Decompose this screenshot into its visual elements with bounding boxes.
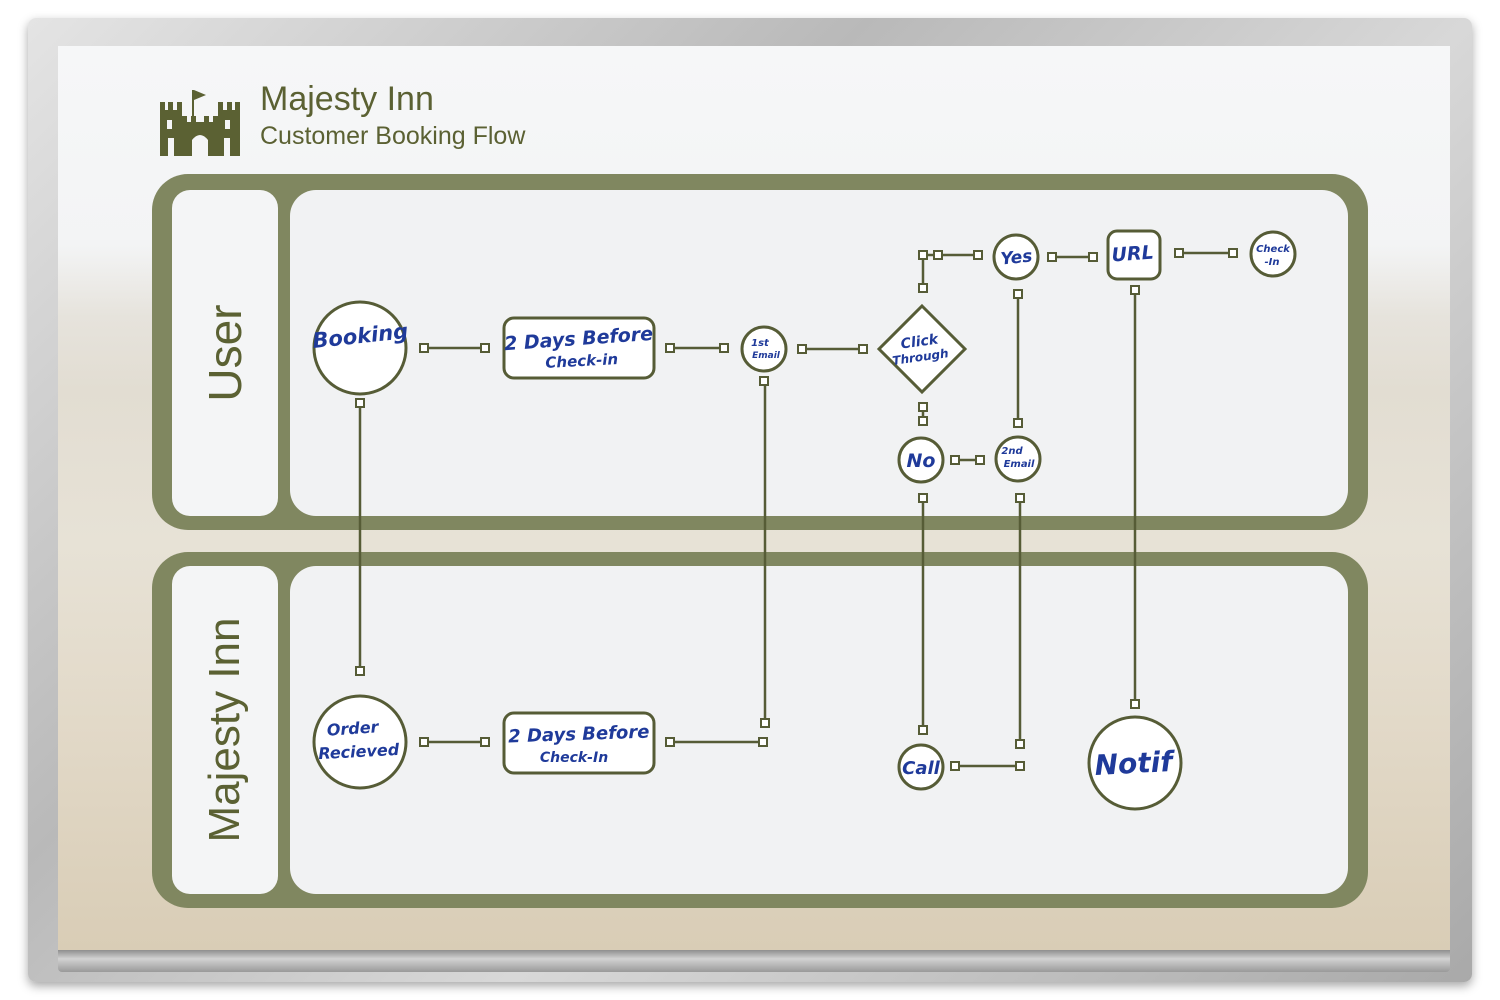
- node-label: URL: [1111, 242, 1155, 267]
- node-yes[interactable]: Yes: [992, 233, 1040, 281]
- node-label: Check: [1256, 244, 1291, 255]
- node-label: 1st: [751, 338, 770, 349]
- lane-label-user: User: [172, 190, 278, 516]
- lane-body-user: [290, 190, 1348, 516]
- node-order-received[interactable]: Order Recieved: [312, 694, 408, 790]
- node-label: Order: [326, 717, 380, 740]
- castle-icon: [160, 90, 240, 156]
- node-label: Yes: [1000, 246, 1034, 269]
- node-2-days-before-inn[interactable]: 2 Days Before Check-In: [502, 711, 656, 775]
- node-click-through[interactable]: Click Through: [876, 303, 968, 395]
- node-notif[interactable]: Notif: [1087, 715, 1183, 811]
- node-label: Click: [900, 331, 941, 352]
- marker-tray: [58, 950, 1450, 972]
- node-label: Check-in: [545, 350, 619, 372]
- node-label: Recieved: [318, 740, 400, 763]
- connector-ports: [355, 248, 1238, 771]
- node-label: No: [907, 450, 936, 472]
- node-label: 2 Days Before: [508, 722, 650, 748]
- lane-label-majesty-inn: Majesty Inn: [172, 566, 278, 894]
- connectors: [358, 251, 1233, 768]
- node-2-days-before-user[interactable]: 2 Days Before Check-in: [502, 316, 656, 380]
- page-title: Majesty Inn: [260, 80, 434, 118]
- node-1st-email[interactable]: 1st Email: [740, 325, 788, 373]
- node-url[interactable]: URL: [1106, 229, 1162, 281]
- node-label: 2nd: [1001, 446, 1023, 457]
- node-label: Check-In: [540, 750, 608, 766]
- connector-click-to-yes: [921, 253, 978, 288]
- node-call[interactable]: Call: [897, 743, 945, 791]
- lane-body-majesty-inn: [290, 566, 1348, 894]
- node-no[interactable]: No: [897, 436, 945, 484]
- page-subtitle: Customer Booking Flow: [260, 122, 526, 150]
- node-check-in[interactable]: Check -In: [1249, 230, 1297, 278]
- node-label: Email: [752, 351, 781, 361]
- node-label: Call: [902, 758, 941, 779]
- node-label: -In: [1265, 257, 1280, 268]
- node-2nd-email[interactable]: 2nd Email: [994, 435, 1042, 483]
- node-label: Notif: [1094, 745, 1177, 782]
- node-label: Email: [1004, 459, 1035, 470]
- node-booking[interactable]: Booking: [311, 300, 409, 396]
